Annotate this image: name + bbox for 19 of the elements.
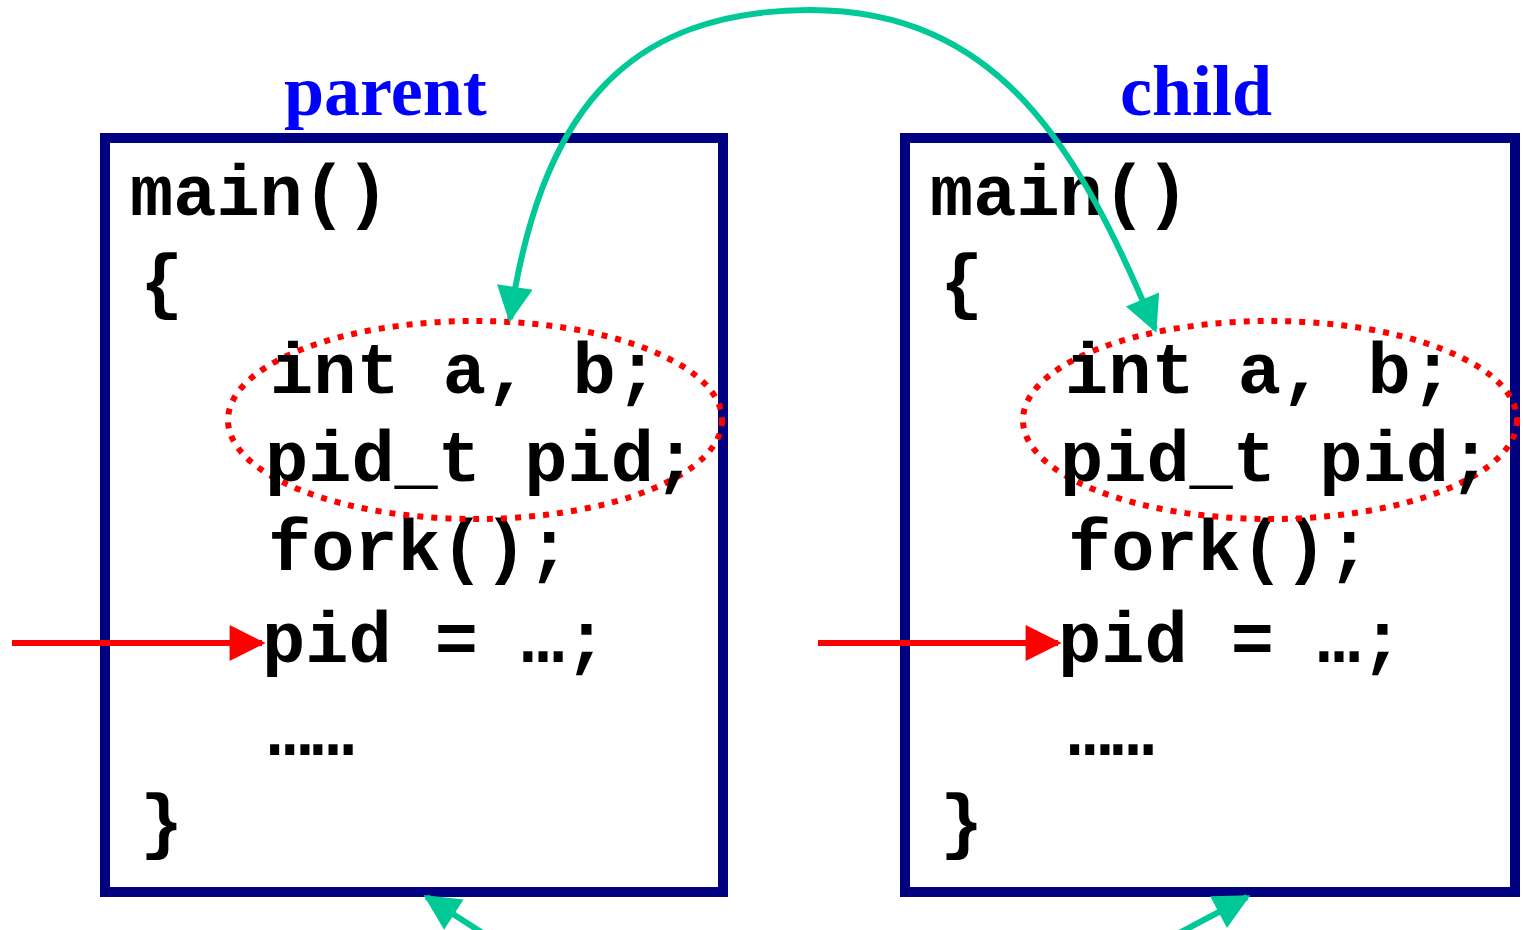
code-line: pid = …; — [1058, 607, 1404, 679]
code-line: } — [940, 790, 984, 862]
code-line: } — [140, 790, 184, 862]
code-line: pid_t pid; — [1060, 426, 1493, 498]
code-line: fork(); — [1068, 515, 1371, 587]
code-line: int a, b; — [270, 338, 659, 410]
code-line: fork(); — [268, 515, 571, 587]
code-line: …… — [1068, 700, 1155, 772]
arrow — [498, 7, 1159, 333]
code-line: main() — [130, 160, 390, 232]
code-line: …… — [268, 700, 355, 772]
code-line: pid_t pid; — [265, 426, 698, 498]
code-line: { — [940, 250, 984, 322]
arrow — [12, 625, 266, 661]
process-heading: child — [1120, 55, 1273, 127]
code-line: { — [140, 250, 184, 322]
code-line: pid = …; — [262, 607, 608, 679]
code-line: int a, b; — [1065, 338, 1454, 410]
arrow — [818, 625, 1062, 661]
